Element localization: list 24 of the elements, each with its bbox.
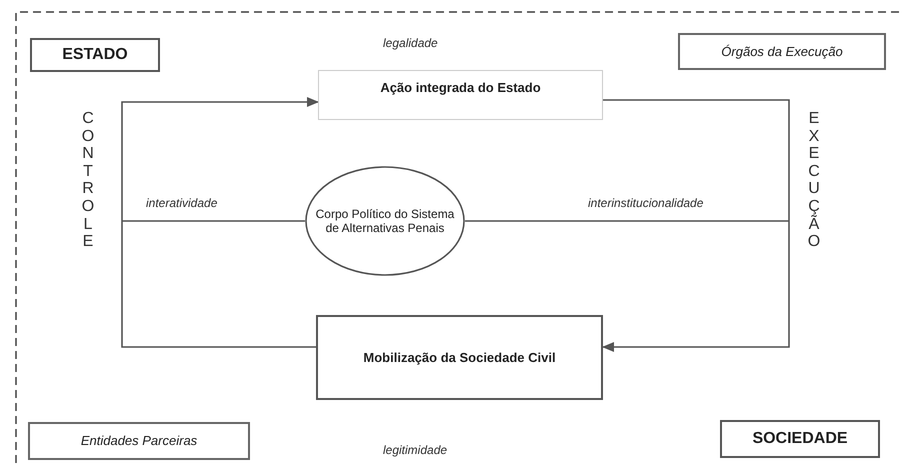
connector-line <box>465 220 789 222</box>
arrow <box>121 97 319 348</box>
text-box <box>28 422 250 460</box>
text-box <box>678 33 886 70</box>
ellipse-node <box>305 166 465 276</box>
node-text: Corpo Político do Sistema de Alternativas Penais <box>314 206 456 236</box>
connector-line <box>122 220 305 222</box>
text-box <box>318 70 603 120</box>
node-text: SOCIEDADE <box>752 429 848 449</box>
edge-label: interatividade <box>146 196 218 210</box>
text-box <box>316 315 603 400</box>
node-text: Ação integrada do Estado <box>380 80 541 96</box>
text-box <box>720 420 880 458</box>
node-text: Entidades Parceiras <box>80 433 198 449</box>
text-label: legalidade <box>383 36 438 50</box>
edge-label: interinstitucionalidade <box>588 196 704 210</box>
edge-label: CONTROLE <box>80 110 96 251</box>
node-text: Mobilização da Sociedade Civil <box>363 350 556 366</box>
node-text: Órgãos da Execução <box>721 44 843 60</box>
node-text: ESTADO <box>62 45 128 65</box>
text-label: legitimidade <box>383 443 448 457</box>
edge-label: EXECUÇÃO <box>806 110 822 251</box>
arrow <box>602 99 790 352</box>
text-box <box>30 38 160 72</box>
